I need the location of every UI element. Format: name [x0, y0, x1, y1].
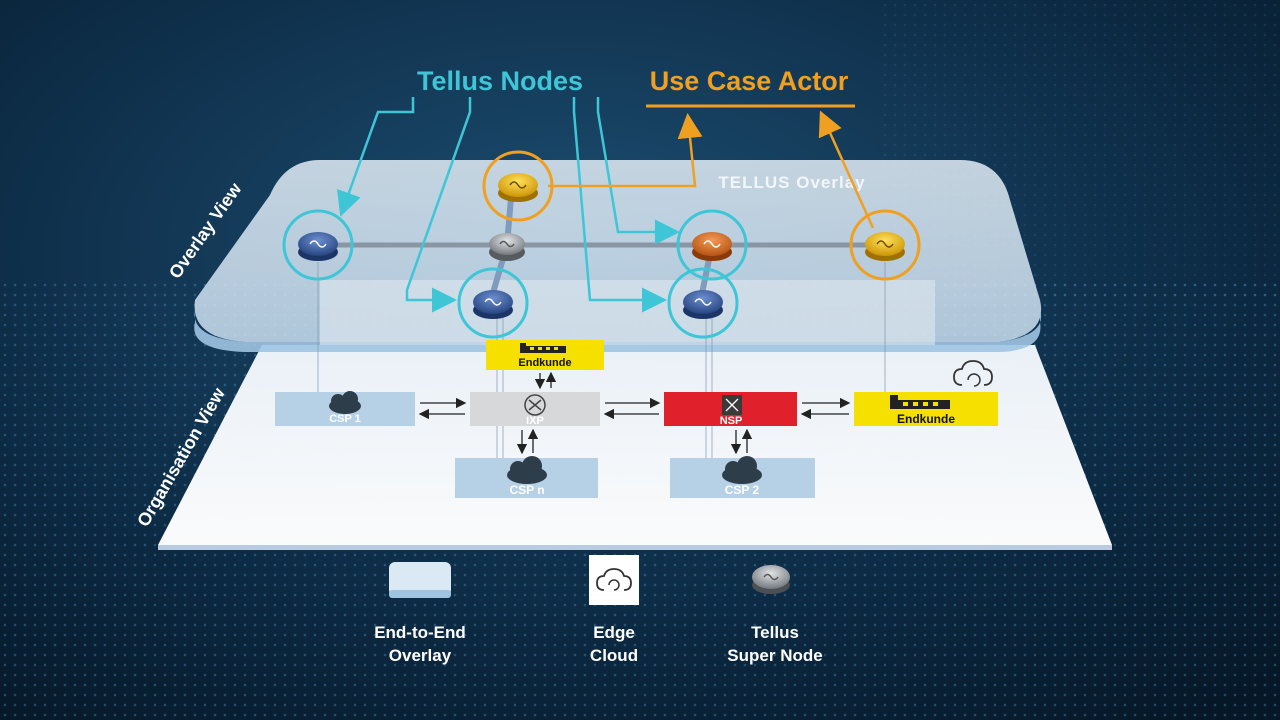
legend-edge-line1: Edge: [593, 623, 635, 642]
cloud-icon: [329, 391, 361, 414]
legend-node-line1: Tellus: [751, 623, 799, 642]
tellus-node-orange: [676, 209, 748, 281]
tellus-super-node-gray: [489, 233, 525, 261]
legend-super-node-icon: [752, 565, 790, 594]
tellus-node-blue-left: [282, 209, 354, 281]
cloud-icon: [722, 456, 762, 484]
overlay-plate-title: TELLUS Overlay: [718, 173, 865, 192]
endkunde-right-box: Endkunde: [854, 392, 998, 426]
org-connection-arrows: [418, 371, 851, 455]
legend-edge-label: Edge Cloud: [534, 621, 694, 667]
tellus-nodes-label: Tellus Nodes: [417, 66, 583, 96]
tellus-node-gold-right: [849, 209, 921, 281]
use-case-actor-label: Use Case Actor: [650, 66, 849, 96]
legend-overlay-label: End-to-End Overlay: [340, 621, 500, 667]
cloud-icon: [507, 456, 547, 484]
tellus-node-blue-right: [667, 267, 739, 339]
endkunde-top-box: Endkunde: [486, 340, 604, 370]
cloud-refresh-icon: [953, 360, 993, 387]
ixp-label: IXP: [526, 415, 544, 427]
csp2-label: CSP 2: [725, 483, 760, 497]
legend-overlay-line1: End-to-End: [374, 623, 466, 642]
legend-edge-line2: Cloud: [589, 646, 639, 665]
switch-icon: [722, 395, 742, 415]
legend-edge-cloud-icon: [589, 555, 639, 605]
endkunde-right-label: Endkunde: [897, 412, 955, 426]
tellus-node-blue-center: [457, 267, 529, 339]
legend-node-line2: Super Node: [727, 646, 823, 665]
building-icon: [520, 343, 566, 353]
tellus-node-gold-top: [482, 150, 554, 222]
csp1-label: CSP 1: [329, 413, 361, 425]
csp2-box: CSP 2: [670, 456, 815, 498]
legend-node-label: Tellus Super Node: [695, 621, 855, 667]
csp-n-box: CSP n: [455, 456, 598, 498]
nsp-label: NSP: [720, 415, 743, 427]
tellus-nodes-arrows: [337, 97, 680, 313]
router-icon: [524, 394, 546, 416]
ixp-box: IXP: [470, 392, 600, 427]
legend-overlay-icon: [389, 562, 451, 598]
csp1-box: CSP 1: [275, 391, 415, 426]
nsp-box: NSP: [664, 392, 797, 427]
csp-n-label: CSP n: [509, 483, 544, 497]
building-icon: [890, 395, 950, 409]
endkunde-top-label: Endkunde: [518, 357, 571, 369]
use-case-actor-arrows: [548, 104, 875, 229]
legend-overlay-line2: Overlay: [388, 646, 452, 665]
